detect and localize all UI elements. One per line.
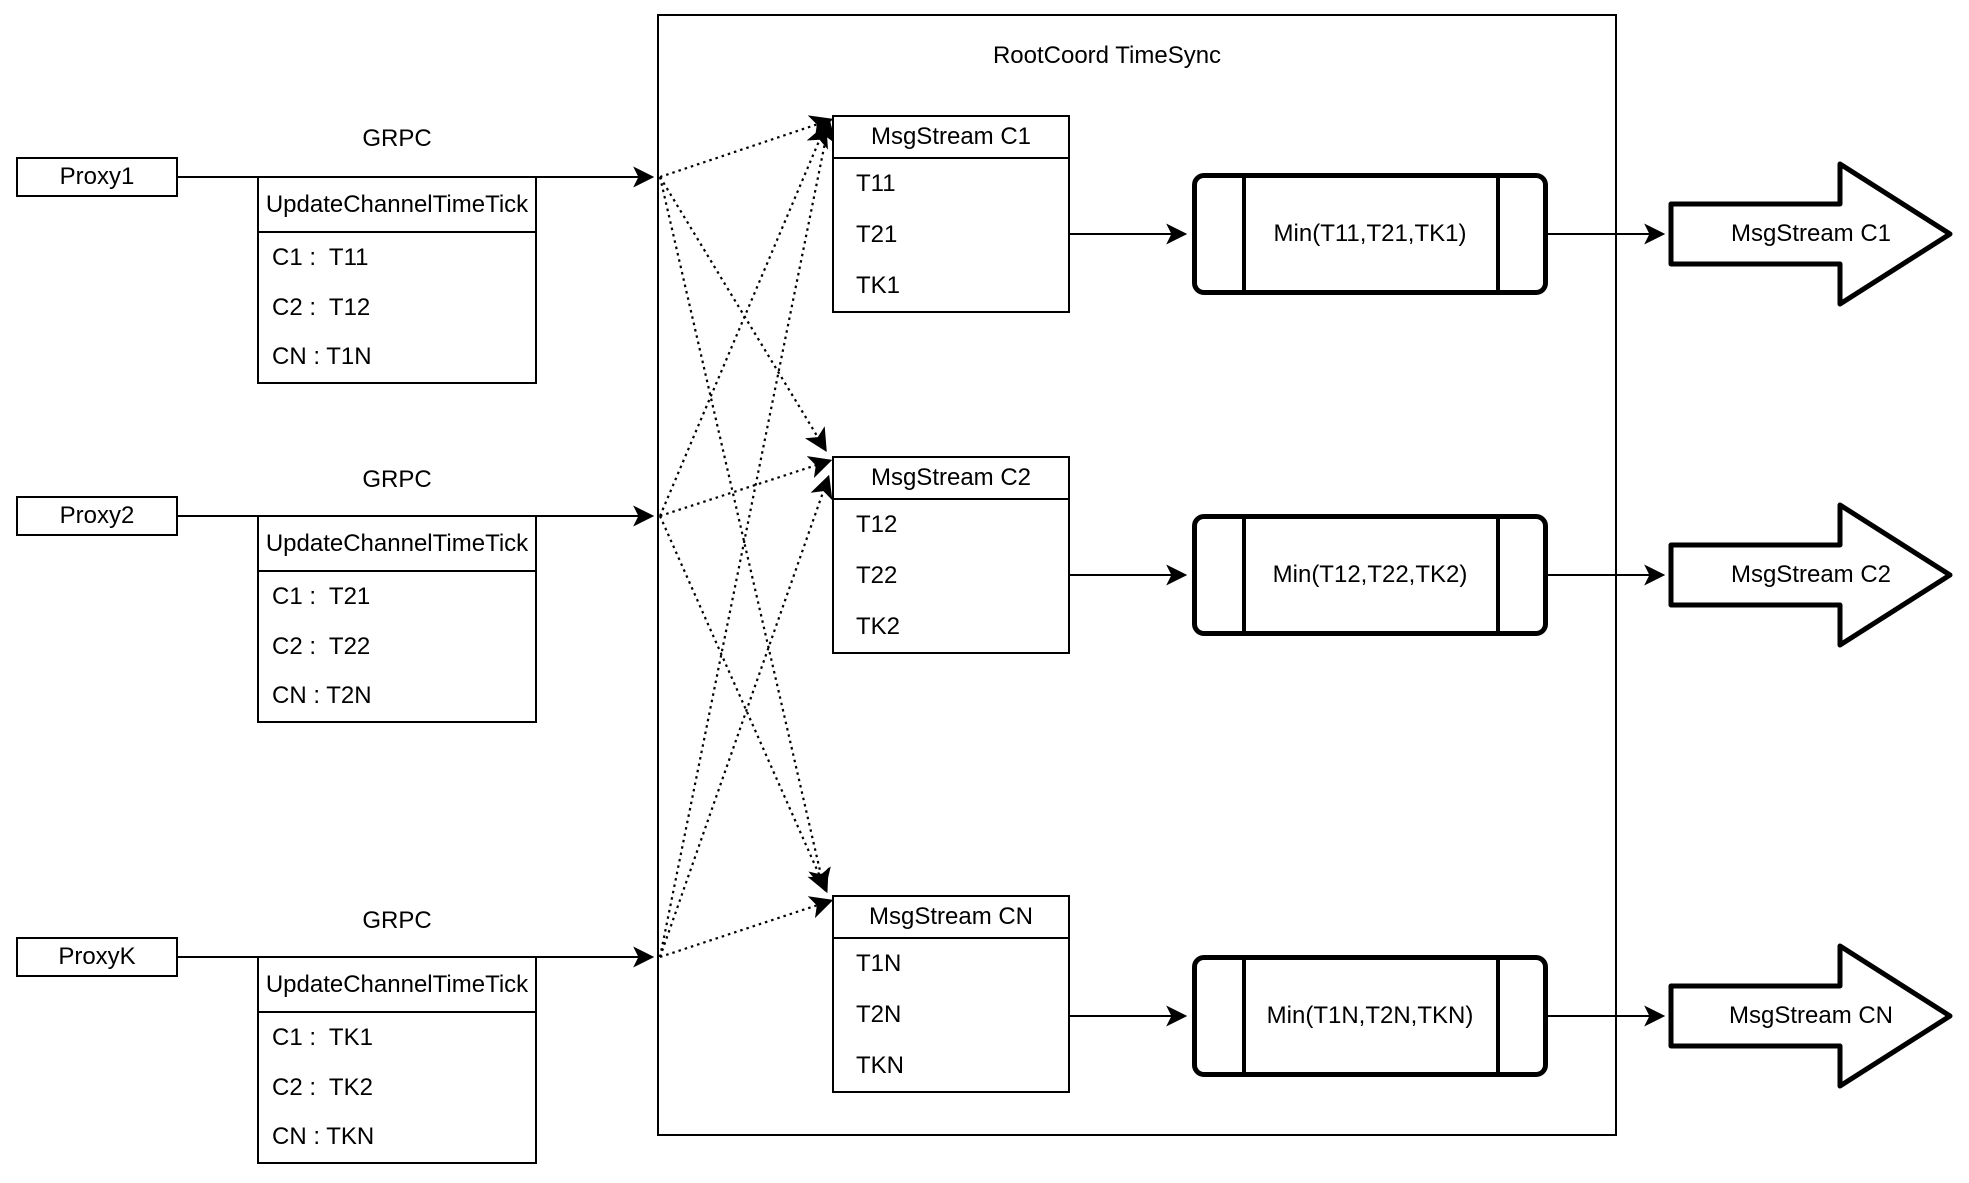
proxy2-label: Proxy2 [59, 502, 135, 529]
update-table-header-1: UpdateChannelTimeTick [259, 178, 535, 233]
min-processor-c2: Min(T12,T22,TK2) [1192, 514, 1548, 636]
update-timetick-table-1: UpdateChannelTimeTick C1 : T11 C2 : T12 … [257, 176, 537, 384]
table-row: T2N [856, 1001, 902, 1028]
rootcoord-timesync-title: RootCoord TimeSync [992, 42, 1222, 69]
update-timetick-table-2: UpdateChannelTimeTick C1 : T21 C2 : T22 … [257, 515, 537, 723]
proxy1-label: Proxy1 [59, 163, 135, 190]
table-row: C1 : TK1 [272, 1023, 373, 1051]
output-arrow-c1-label: MsgStream C1 [1730, 220, 1892, 247]
msgstream-c1-table: MsgStream C1 T11 T21 TK1 [832, 115, 1070, 313]
update-table-body-3: C1 : TK1 C2 : TK2 CN : TKN [259, 1013, 535, 1162]
msgstream-c1-header: MsgStream C1 [834, 117, 1068, 159]
msgstream-cn-table: MsgStream CN T1N T2N TKN [832, 895, 1070, 1093]
grpc-label-2: GRPC [362, 466, 432, 493]
output-arrow-cn: MsgStream CN [1668, 943, 1954, 1089]
update-table-body-2: C1 : T21 C2 : T22 CN : T2N [259, 572, 535, 721]
fanout-proxy1-cn [658, 176, 831, 892]
min-divider-left [1242, 960, 1246, 1072]
table-row: C1 : T11 [272, 243, 369, 271]
fanout-proxyk-c1 [658, 119, 837, 958]
proxy1-box: Proxy1 [16, 157, 178, 197]
block-arrow-icon [1668, 502, 1953, 648]
min-cn-label: Min(T1N,T2N,TKN) [1266, 1002, 1474, 1029]
output-arrow-c2: MsgStream C2 [1668, 502, 1954, 648]
table-row: TKN [856, 1051, 904, 1079]
table-row: CN : T2N [272, 682, 372, 710]
table-row: T22 [856, 562, 898, 589]
update-table-header-3: UpdateChannelTimeTick [259, 958, 535, 1013]
msgstream-cn-header: MsgStream CN [834, 897, 1068, 939]
table-row: TK1 [856, 271, 901, 299]
min-c2-label: Min(T12,T22,TK2) [1272, 561, 1468, 588]
output-arrow-c1: MsgStream C1 [1668, 161, 1954, 307]
output-arrow-cn-label: MsgStream CN [1728, 1002, 1894, 1029]
min-divider-left [1242, 519, 1246, 631]
msgstream-c2-body: T12 T22 TK2 [834, 500, 1068, 652]
table-row: T21 [856, 221, 898, 248]
block-arrow-icon [1668, 943, 1953, 1089]
table-row: TK2 [856, 612, 901, 640]
table-row: T11 [856, 170, 896, 198]
min-divider-right [1496, 519, 1500, 631]
proxyk-box: ProxyK [16, 937, 178, 977]
rootcoord-timesync-container [657, 14, 1617, 1136]
min-c1-label: Min(T11,T21,TK1) [1273, 220, 1467, 247]
grpc-label-1: GRPC [362, 125, 432, 152]
table-row: C2 : TK2 [272, 1073, 373, 1101]
min-processor-cn: Min(T1N,T2N,TKN) [1192, 955, 1548, 1077]
fanout-proxy2-c1 [658, 123, 828, 517]
table-row: C2 : T22 [272, 632, 371, 660]
update-table-header-2: UpdateChannelTimeTick [259, 517, 535, 572]
min-divider-left [1242, 178, 1246, 290]
msgstream-c2-header: MsgStream C2 [834, 458, 1068, 500]
output-arrow-c2-label: MsgStream C2 [1730, 561, 1892, 588]
grpc-label-3: GRPC [362, 907, 432, 934]
fanout-proxyk-c2 [658, 474, 833, 958]
table-row: T1N [856, 950, 902, 978]
table-row: C1 : T21 [272, 582, 371, 610]
msgstream-c2-table: MsgStream C2 T12 T22 TK2 [832, 456, 1070, 654]
table-row: C2 : T12 [272, 293, 371, 321]
min-divider-right [1496, 178, 1500, 290]
update-table-body-1: C1 : T11 C2 : T12 CN : T1N [259, 233, 535, 382]
block-arrow-icon [1668, 161, 1953, 307]
update-timetick-table-3: UpdateChannelTimeTick C1 : TK1 C2 : TK2 … [257, 956, 537, 1164]
table-row: CN : T1N [272, 343, 372, 371]
msgstream-cn-body: T1N T2N TKN [834, 939, 1068, 1091]
min-divider-right [1496, 960, 1500, 1072]
proxy2-box: Proxy2 [16, 496, 178, 536]
msgstream-c1-body: T11 T21 TK1 [834, 159, 1068, 311]
table-row: CN : TKN [272, 1123, 375, 1151]
fanout-proxy1-c2 [659, 176, 827, 452]
min-processor-c1: Min(T11,T21,TK1) [1192, 173, 1548, 295]
proxyk-label: ProxyK [58, 943, 136, 970]
table-row: T12 [856, 511, 898, 539]
